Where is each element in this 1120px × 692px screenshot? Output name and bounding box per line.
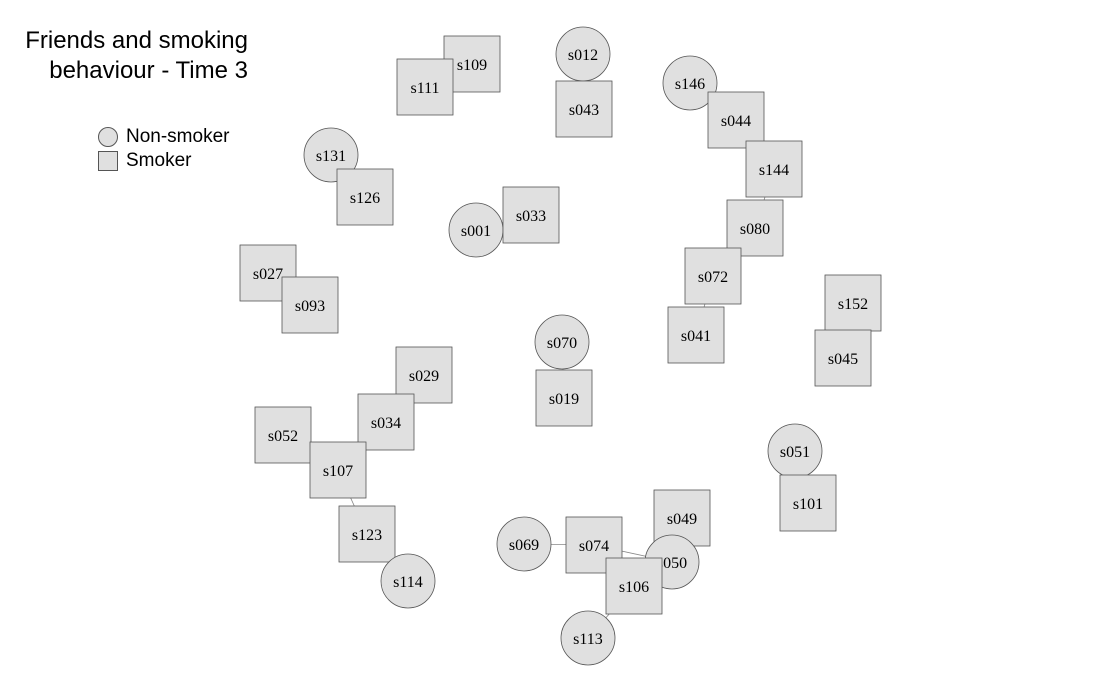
node-label: s113 (573, 631, 603, 648)
smoker-square (336, 168, 394, 226)
node-s152: s152 (824, 274, 882, 332)
smoker-square (535, 369, 593, 427)
node-label: s033 (516, 208, 546, 225)
non-smoker-circle (560, 610, 616, 666)
node-label: s029 (409, 368, 439, 385)
node-label: s080 (740, 221, 770, 238)
node-label: s114 (393, 574, 423, 591)
legend-label-non-smoker: Non-smoker (126, 126, 230, 147)
node-label: s012 (568, 47, 598, 64)
smoker-square (338, 505, 396, 563)
node-label: s050 (657, 555, 687, 572)
smoker-square (745, 140, 803, 198)
legend-item-non-smoker: Non-smoker (98, 125, 229, 149)
node-s001: s001 (448, 202, 504, 258)
smoker-square (605, 557, 663, 615)
legend: Non-smoker Smoker (98, 125, 229, 173)
node-s123: s123 (338, 505, 396, 563)
node-s019: s019 (535, 369, 593, 427)
node-label: s093 (295, 298, 325, 315)
smoker-square (555, 80, 613, 138)
node-s051: s051 (767, 423, 823, 479)
node-s044: s044 (707, 91, 765, 149)
non-smoker-circle (662, 55, 718, 111)
node-s034: s034 (357, 393, 415, 451)
node-s111: s111 (396, 58, 454, 116)
smoker-square (502, 186, 560, 244)
node-label: s019 (549, 391, 579, 408)
non-smoker-circle (303, 127, 359, 183)
node-label: s072 (698, 269, 728, 286)
node-label: s001 (461, 223, 491, 240)
smoker-square (684, 247, 742, 305)
node-label: s049 (667, 511, 697, 528)
node-s080: s080 (726, 199, 784, 257)
node-label: s152 (838, 296, 868, 313)
smoker-square (667, 306, 725, 364)
node-s106: s106 (605, 557, 663, 615)
node-label: s045 (828, 351, 858, 368)
node-s107: s107 (309, 441, 367, 499)
node-s146: s146 (662, 55, 718, 111)
smoker-square (396, 58, 454, 116)
node-label: s070 (547, 335, 577, 352)
node-label: s131 (316, 148, 346, 165)
legend-item-smoker: Smoker (98, 149, 229, 173)
legend-label-smoker: Smoker (126, 150, 192, 171)
title-line-1: Friends and smoking (25, 27, 248, 54)
node-s144: s144 (745, 140, 803, 198)
nodes-layer: s109 s111 s012 s043 s146 s044 s144 s080 s072 s041… (239, 26, 882, 666)
non-smoker-circle (534, 314, 590, 370)
node-label: s109 (457, 57, 487, 74)
smoker-square (254, 406, 312, 464)
node-s131: s131 (303, 127, 359, 183)
node-label: s051 (780, 444, 810, 461)
node-s126: s126 (336, 168, 394, 226)
node-label: s101 (793, 496, 823, 513)
smoker-square (726, 199, 784, 257)
node-s072: s072 (684, 247, 742, 305)
chart-title: Friends and smoking behaviour - Time 3 (0, 26, 248, 86)
smoker-square (779, 474, 837, 532)
node-s012: s012 (555, 26, 611, 82)
smoker-square (309, 441, 367, 499)
smoker-square (357, 393, 415, 451)
node-s070: s070 (534, 314, 590, 370)
node-label: s052 (268, 428, 298, 445)
square-icon (98, 151, 118, 171)
smoker-square (707, 91, 765, 149)
node-label: s111 (410, 80, 439, 97)
node-s113: s113 (560, 610, 616, 666)
smoker-square (824, 274, 882, 332)
node-label: s041 (681, 328, 711, 345)
node-s043: s043 (555, 80, 613, 138)
node-label: s126 (350, 190, 380, 207)
title-line-2: behaviour - Time 3 (49, 57, 248, 84)
node-s114: s114 (380, 553, 436, 609)
node-label: s074 (579, 538, 609, 555)
node-label: s106 (619, 579, 649, 596)
smoker-square (814, 329, 872, 387)
node-s033: s033 (502, 186, 560, 244)
node-label: s043 (569, 102, 599, 119)
smoker-square (281, 276, 339, 334)
node-s045: s045 (814, 329, 872, 387)
node-s069: s069 (496, 516, 552, 572)
node-s052: s052 (254, 406, 312, 464)
non-smoker-circle (496, 516, 552, 572)
node-s093: s093 (281, 276, 339, 334)
node-label: s146 (675, 76, 705, 93)
non-smoker-circle (380, 553, 436, 609)
circle-icon (98, 127, 118, 147)
node-label: s034 (371, 415, 401, 432)
node-label: s123 (352, 527, 382, 544)
node-label: s144 (759, 162, 789, 179)
node-s101: s101 (779, 474, 837, 532)
node-label: s027 (253, 266, 283, 283)
node-s041: s041 (667, 306, 725, 364)
node-label: s044 (721, 113, 751, 130)
node-label: s107 (323, 463, 353, 480)
node-label: s069 (509, 537, 539, 554)
